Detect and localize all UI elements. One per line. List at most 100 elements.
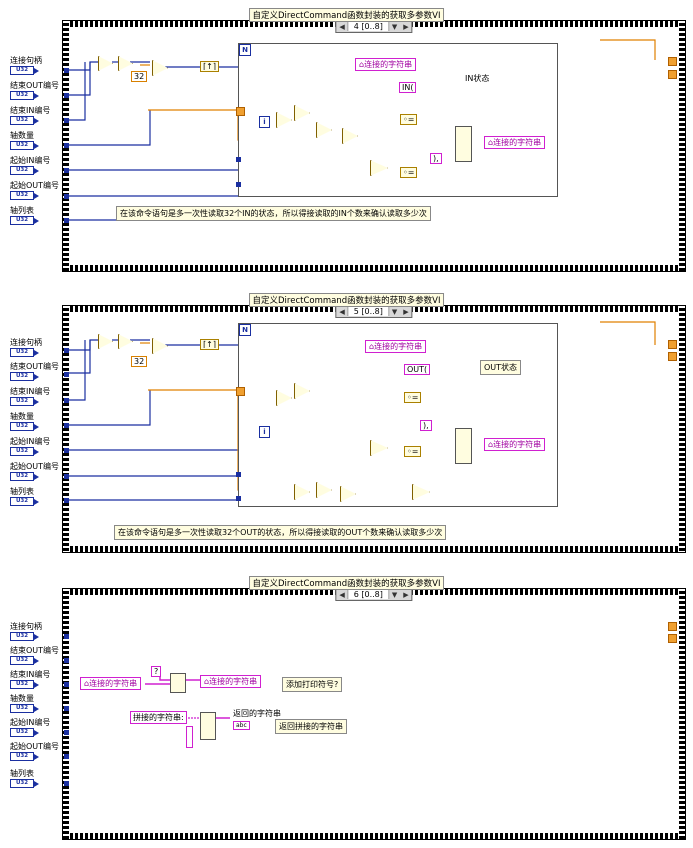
decrement-arrow-icon[interactable]: ◀ <box>339 307 345 316</box>
increment-arrow-icon[interactable]: ▶ <box>403 307 409 316</box>
dropdown-arrow-icon[interactable]: ▼ <box>391 307 398 316</box>
u32-terminal[interactable]: U32 <box>10 397 39 406</box>
case-selector[interactable]: ◀ 6 [0..8] ▼ ▶ <box>335 588 413 601</box>
frame-caption: 自定义DirectCommand函数封装的获取多参数VI <box>248 293 445 307</box>
u32-terminal[interactable]: U32 <box>10 348 39 357</box>
u32-terminal[interactable]: U32 <box>10 656 39 665</box>
output-tunnel <box>668 57 677 66</box>
input-tunnel <box>64 754 69 759</box>
ceiling-node: ⌈↑⌉ <box>200 339 219 350</box>
return-note: 返回拼接的字符串 <box>275 719 347 734</box>
case-value[interactable]: 6 [0..8] <box>347 590 389 599</box>
u32-terminal[interactable]: U32 <box>10 66 39 75</box>
control-label: 轴数量 <box>10 694 34 703</box>
suffix-constant[interactable]: ), <box>430 153 442 164</box>
input-tunnel <box>64 118 69 123</box>
state-label: IN状态 <box>462 72 493 85</box>
local-variable-in[interactable]: ⌂连接的字符串 <box>365 340 427 353</box>
loop-count-terminal: N <box>239 324 251 336</box>
u32-terminal[interactable]: U32 <box>10 422 39 431</box>
case-value[interactable]: 4 [0..8] <box>347 22 389 31</box>
u32-terminal[interactable]: U32 <box>10 472 39 481</box>
local-variable-in[interactable]: ⌂连接的字符串 <box>80 677 142 690</box>
increment-arrow-icon[interactable]: ▶ <box>403 22 409 31</box>
input-tunnel <box>64 498 69 503</box>
u32-terminal[interactable]: U32 <box>10 191 39 200</box>
number-to-string-2: ◦= <box>400 167 418 178</box>
u32-terminal[interactable]: U32 <box>10 632 39 641</box>
number-to-string-1: ◦= <box>404 392 422 403</box>
u32-terminal[interactable]: U32 <box>10 704 39 713</box>
u32-terminal[interactable]: U32 <box>10 91 39 100</box>
constant-32[interactable]: 32 <box>131 356 148 367</box>
ceiling-node: ⌈↑⌉ <box>200 61 219 72</box>
control-label: 起始IN编号 <box>10 437 51 446</box>
u32-terminal[interactable]: U32 <box>10 497 39 506</box>
frame-caption: 自定义DirectCommand函数封装的获取多参数VI <box>248 8 445 22</box>
local-variable-in[interactable]: ⌂连接的字符串 <box>355 58 417 71</box>
count-tunnel <box>236 107 245 116</box>
control-label: 结束IN编号 <box>10 106 51 115</box>
case-value[interactable]: 5 [0..8] <box>347 307 389 316</box>
case-selector[interactable]: ◀ 4 [0..8] ▼ ▶ <box>335 20 413 33</box>
control-label: 起始OUT编号 <box>10 742 60 751</box>
u32-terminal[interactable]: U32 <box>10 447 39 456</box>
input-tunnel <box>64 398 69 403</box>
u32-terminal[interactable]: U32 <box>10 752 39 761</box>
control-label: 连接句柄 <box>10 338 42 347</box>
prefix-constant[interactable]: OUT( <box>404 364 431 375</box>
loop-count-terminal: N <box>239 44 251 56</box>
dropdown-arrow-icon[interactable]: ▼ <box>391 590 398 599</box>
input-tunnel <box>64 658 69 663</box>
count-tunnel <box>236 387 245 396</box>
shift-tunnel-2 <box>236 182 241 187</box>
increment-arrow-icon[interactable]: ▶ <box>403 590 409 599</box>
local-variable-out[interactable]: ⌂连接的字符串 <box>484 136 546 149</box>
control-label: 起始OUT编号 <box>10 462 60 471</box>
suffix-constant[interactable]: ), <box>420 420 432 431</box>
decrement-arrow-icon[interactable]: ◀ <box>339 22 345 31</box>
local-variable-out[interactable]: ⌂连接的字符串 <box>200 675 262 688</box>
decrement-arrow-icon[interactable]: ◀ <box>339 590 345 599</box>
u32-terminal[interactable]: U32 <box>10 166 39 175</box>
u32-terminal[interactable]: U32 <box>10 728 39 737</box>
dropdown-arrow-icon[interactable]: ▼ <box>391 22 398 31</box>
input-tunnel <box>64 682 69 687</box>
local-variable-out[interactable]: ⌂连接的字符串 <box>484 438 546 451</box>
return-indicator: abc <box>233 721 250 730</box>
u32-terminal[interactable]: U32 <box>10 779 39 788</box>
u32-terminal[interactable]: U32 <box>10 680 39 689</box>
output-tunnel-2 <box>668 352 677 361</box>
input-tunnel <box>64 348 69 353</box>
control-label: 结束OUT编号 <box>10 362 60 371</box>
concatenate-strings-node <box>170 673 186 693</box>
concat-string-constant-2[interactable] <box>186 726 193 748</box>
u32-terminal[interactable]: U32 <box>10 216 39 225</box>
concat-string-constant[interactable]: 拼接的字符串: <box>130 711 187 724</box>
question-constant[interactable]: ? <box>151 666 162 677</box>
control-label: 轴数量 <box>10 412 34 421</box>
shift-tunnel-2 <box>236 496 241 501</box>
control-label: 结束OUT编号 <box>10 81 60 90</box>
frame-caption: 自定义DirectCommand函数封装的获取多参数VI <box>248 576 445 590</box>
u32-terminal[interactable]: U32 <box>10 372 39 381</box>
prefix-constant[interactable]: IN( <box>399 82 417 93</box>
control-label: 结束IN编号 <box>10 670 51 679</box>
input-tunnel <box>64 93 69 98</box>
u32-terminal[interactable]: U32 <box>10 141 39 150</box>
control-label: 起始OUT编号 <box>10 181 60 190</box>
add-print-label: 添加打印符号? <box>282 677 343 692</box>
shift-tunnel-1 <box>236 157 241 162</box>
input-tunnel <box>64 730 69 735</box>
input-tunnel <box>64 143 69 148</box>
for-loop-2: N <box>238 323 558 507</box>
constant-32[interactable]: 32 <box>131 71 148 82</box>
input-tunnel <box>64 781 69 786</box>
u32-terminal[interactable]: U32 <box>10 116 39 125</box>
control-label: 轴列表 <box>10 206 34 215</box>
control-label: 轴数量 <box>10 131 34 140</box>
input-tunnel <box>64 706 69 711</box>
frame-note: 在该命令语句是多一次性读取32个IN的状态，所以得接读取的IN个数来确认读取多少… <box>116 206 431 221</box>
input-tunnel <box>64 634 69 639</box>
frame-note: 在该命令语句是多一次性读取32个OUT的状态，所以得接读取的OUT个数来确认读取… <box>114 525 447 540</box>
